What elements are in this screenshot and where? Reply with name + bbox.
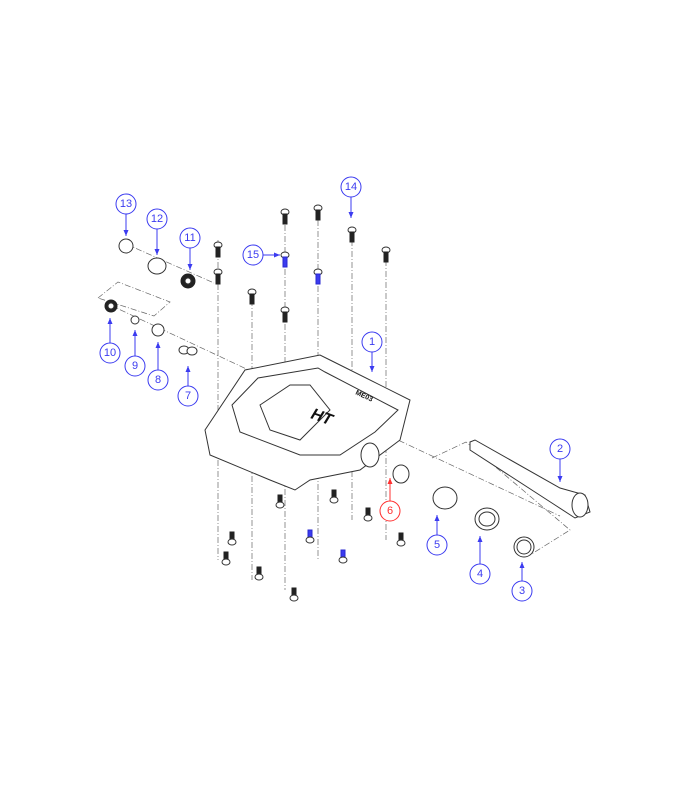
arrowhead-icon bbox=[434, 515, 440, 521]
callout-label: 8 bbox=[155, 374, 161, 386]
arrowhead-icon bbox=[274, 252, 280, 258]
callout-label: 4 bbox=[477, 568, 483, 580]
pin-screw bbox=[363, 507, 373, 522]
callout-2: 2 bbox=[549, 438, 571, 482]
callout-label: 12 bbox=[151, 213, 163, 225]
pedal-body: HT ME03 bbox=[204, 354, 411, 491]
callout-12: 12 bbox=[146, 208, 168, 255]
callout-4: 4 bbox=[469, 536, 491, 585]
pin-screw bbox=[396, 532, 406, 547]
pin-screw bbox=[227, 531, 237, 546]
pin-screw bbox=[329, 489, 339, 504]
callout-11: 11 bbox=[179, 227, 201, 270]
callout-9: 9 bbox=[124, 330, 146, 377]
arrowhead-icon bbox=[187, 264, 193, 270]
right-parts bbox=[392, 439, 591, 558]
pin-screw bbox=[289, 587, 299, 602]
callout-label: 6 bbox=[387, 505, 393, 517]
pin-screw bbox=[275, 494, 285, 509]
callout-label: 14 bbox=[345, 181, 357, 193]
blue-pin-screw bbox=[338, 549, 348, 564]
callout-13: 13 bbox=[115, 193, 137, 236]
callout-label: 10 bbox=[104, 347, 116, 359]
blue-pin-screw bbox=[313, 268, 323, 285]
arrowhead-icon bbox=[519, 562, 525, 568]
callout-label: 9 bbox=[132, 360, 138, 372]
pin-screw bbox=[347, 226, 357, 243]
callout-label: 13 bbox=[120, 198, 132, 210]
arrowhead-icon bbox=[185, 366, 191, 372]
arrowhead-icon bbox=[557, 476, 563, 482]
arrowhead-icon bbox=[154, 249, 160, 255]
svg-text:HT: HT bbox=[309, 406, 336, 430]
pin-screws bbox=[213, 204, 406, 602]
arrowhead-icon bbox=[132, 330, 138, 336]
arrowhead-icon bbox=[477, 536, 483, 542]
callout-7: 7 bbox=[177, 366, 199, 407]
pin-screw bbox=[280, 306, 290, 323]
pin-screw bbox=[381, 246, 391, 263]
callout-15: 15 bbox=[242, 244, 280, 266]
pin-screw bbox=[213, 241, 223, 258]
callout-5: 5 bbox=[426, 515, 448, 556]
callout-label: 15 bbox=[247, 249, 259, 261]
callout-label: 3 bbox=[519, 585, 525, 597]
arrowhead-icon bbox=[155, 342, 161, 348]
callout-label: 11 bbox=[184, 232, 195, 244]
blue-pin-screw bbox=[280, 251, 290, 268]
callout-1: 1 bbox=[361, 331, 383, 372]
pin-screw bbox=[254, 566, 264, 581]
pin-screw bbox=[313, 204, 323, 221]
callout-label: 5 bbox=[434, 539, 440, 551]
arrowhead-icon bbox=[387, 478, 393, 484]
callout-label: 1 bbox=[369, 336, 375, 348]
callout-label: 7 bbox=[185, 390, 191, 402]
pin-screw bbox=[280, 208, 290, 225]
pin-screw bbox=[221, 551, 231, 566]
blue-pin-screw bbox=[305, 529, 315, 544]
upper-parts bbox=[104, 238, 198, 356]
callout-3: 3 bbox=[511, 562, 533, 602]
arrowhead-icon bbox=[348, 212, 354, 218]
pin-screw bbox=[247, 288, 257, 305]
callout-6: 6 bbox=[379, 478, 401, 522]
pin-screw bbox=[213, 268, 223, 285]
callout-14: 14 bbox=[340, 176, 362, 218]
callout-8: 8 bbox=[147, 342, 169, 391]
arrowhead-icon bbox=[369, 366, 375, 372]
arrowhead-icon bbox=[123, 230, 129, 236]
callout-label: 2 bbox=[557, 443, 563, 455]
arrowhead-icon bbox=[107, 318, 113, 324]
callout-10: 10 bbox=[99, 318, 121, 364]
